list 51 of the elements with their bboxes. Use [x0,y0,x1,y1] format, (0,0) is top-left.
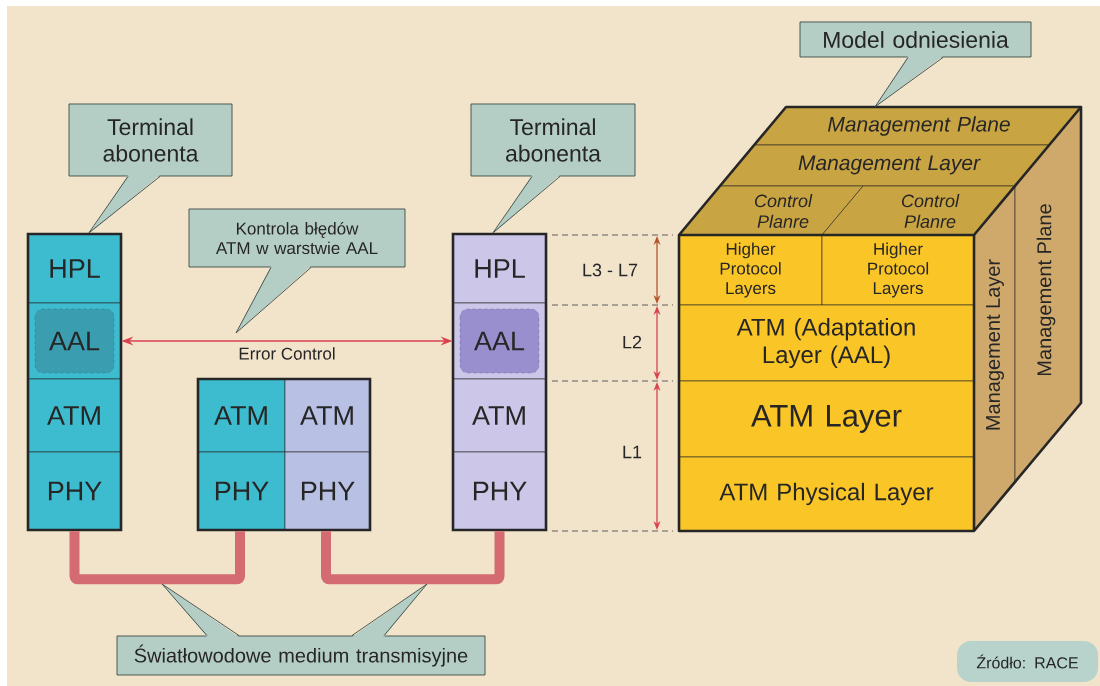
dimension-label: L3 - L7 [583,263,638,277]
node-label: ATM [47,406,100,425]
source-label: Źródło: RACE [957,641,1098,682]
callout-box: Model odniesienia [799,21,1032,107]
cube-layer-cell: ATM Physical Layer [678,456,975,532]
layer-cell: PHY [452,451,547,531]
cube-top-band: Control Planre [678,185,864,236]
layer-cell: ATM [452,378,547,453]
layer-cell: AAL [452,302,547,380]
node-label: ATM Layer [751,405,902,433]
layer-cell: HPL [27,233,122,304]
callout-pointer [88,176,161,234]
node-label: Higher Protocol Layers [720,242,781,298]
cube-layer-cell: Higher Protocol Layers [678,234,823,306]
protocol-stack [451,232,548,532]
cube-layer-cell: Higher Protocol Layers [821,234,975,306]
layer-cell: PHY [197,451,286,531]
cube-side-band: Management Plane [1014,106,1082,483]
fiber-line [321,531,505,585]
callout-pointer [492,176,561,234]
layer-cell: HPL [452,233,547,304]
node-label: ATM [300,406,353,425]
node-label: AAL [49,331,100,351]
cube-top-band: Control Planre [821,185,1016,236]
layer-cell: PHY [27,451,122,531]
layer-cell: AAL [27,302,122,380]
callout-box: Kontrola błędów ATM w warstwie AAL [188,208,406,333]
callout-box: Światłowodowe medium transmisyjne [116,584,486,676]
layer-cell: ATM [197,378,286,453]
node-label: ATM [472,406,525,425]
cube-side-band: Management Layer [973,185,1016,532]
fiber-line [69,531,245,585]
layer-cell: PHY [284,451,371,531]
callout-pointer [874,57,944,108]
edge-label: Error Control [237,346,337,361]
callout-box: Terminal abonenta [68,103,233,234]
callout-pointer [351,583,428,636]
node-label: ATM [214,406,267,425]
dimension-label: L2 [623,335,642,349]
node-label: Higher Protocol Layers [868,242,929,298]
cube-layer-cell: ATM Layer [678,380,975,458]
dimension-label: L1 [623,445,642,459]
node-label: AAL [474,331,525,351]
layer-cell: ATM [284,378,371,453]
callout-pointer [161,583,240,636]
callout-box: Terminal abonenta [470,103,636,234]
callout-pointer [235,267,312,334]
layer-cell: ATM [27,378,122,453]
switch-box [196,377,372,532]
node-label: ATM (Adaptation Layer (AAL) [736,318,915,368]
protocol-stack [26,232,123,532]
